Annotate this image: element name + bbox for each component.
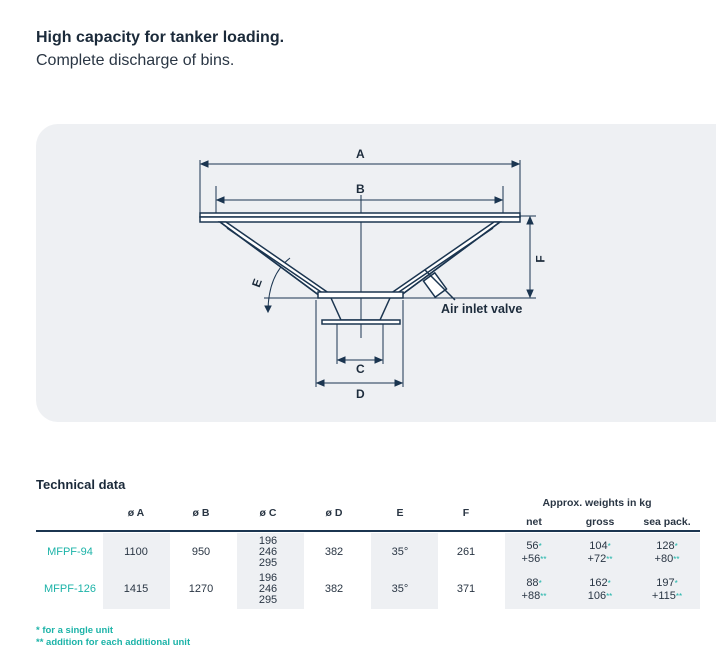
value-b: 1270 [188, 583, 214, 595]
value-d: 382 [324, 546, 344, 558]
page-subtitle: Complete discharge of bins. [36, 52, 235, 69]
value-c: 295 [258, 594, 278, 606]
value-e: 35° [391, 583, 409, 595]
value-c: 295 [258, 557, 278, 569]
weight-value: 56 [526, 540, 539, 552]
footnote-marker: ** [540, 555, 547, 564]
diagram-panel [36, 124, 716, 422]
dimension-lines [199, 160, 536, 387]
header-b: ø B [192, 507, 210, 519]
weight-value: +72 [587, 553, 607, 565]
footnote-marker: ** [675, 592, 683, 601]
header-f: F [462, 507, 470, 519]
footnote-marker: * [674, 542, 678, 551]
footnote-marker: ** [540, 592, 547, 601]
weight-gross: 106** [588, 591, 613, 602]
hopper-body [199, 212, 521, 325]
weight-value: +80 [654, 553, 674, 565]
technical-data-title: Technical data [36, 477, 126, 492]
weight-value: 128 [656, 540, 675, 552]
value-a: 1100 [124, 546, 148, 558]
weight-gross: +72** [588, 554, 613, 565]
footnote-marker: * [538, 579, 542, 588]
weight-value: 104 [589, 540, 608, 552]
footnote-marker: * [538, 542, 542, 551]
dimension-label-d: D [356, 387, 365, 401]
header-weights: Approx. weights in kg [542, 497, 652, 509]
weight-net: 56* [526, 541, 541, 552]
weight-net: +88** [522, 591, 547, 602]
weight-value: 197 [656, 577, 675, 589]
dimension-label-b: B [356, 182, 365, 196]
footnote-additional: ** addition for each additional unit [36, 637, 191, 648]
weight-gross: 104* [589, 541, 610, 552]
weight-net: +56** [522, 554, 547, 565]
value-f: 261 [456, 546, 476, 558]
dimension-label-f: F [533, 255, 548, 263]
weight-sea: 197* [656, 578, 677, 589]
footnote-marker: ** [673, 555, 680, 564]
header-gross: gross [585, 516, 615, 528]
weight-net: 88* [526, 578, 541, 589]
footnote-marker: * [607, 579, 611, 588]
weight-value: 162 [589, 577, 608, 589]
shade-col-weights [505, 533, 700, 609]
header-net: net [526, 516, 542, 528]
dimension-label-a: A [356, 147, 365, 161]
value-f: 371 [456, 583, 476, 595]
value-b: 950 [191, 546, 211, 558]
header-sea-pack: sea pack. [643, 516, 691, 528]
header-a: ø A [127, 507, 145, 519]
model-name: MFPF-126 [44, 583, 96, 595]
value-e: 35° [391, 546, 409, 558]
air-inlet-valve-label: Air inlet valve [441, 302, 523, 316]
tanker-loading-diagram [199, 160, 536, 387]
page-title: High capacity for tanker loading. [36, 29, 285, 46]
weight-sea: +80** [655, 554, 680, 565]
header-e: E [396, 507, 404, 519]
weight-gross: 162* [589, 578, 610, 589]
value-c: 196 [258, 535, 278, 547]
weight-value: +88 [521, 590, 541, 602]
footnote-marker: * [674, 579, 678, 588]
shade-col-c [237, 533, 304, 609]
header-divider [36, 530, 700, 532]
weight-sea: +115** [652, 591, 682, 602]
footnote-single: * for a single unit [36, 625, 114, 636]
value-c: 246 [258, 583, 278, 595]
header-c: ø C [259, 507, 277, 519]
weight-value: +56 [521, 553, 541, 565]
model-name: MFPF-94 [47, 546, 93, 558]
value-c: 196 [258, 572, 278, 584]
weight-sea: 128* [656, 541, 677, 552]
shade-col-a [103, 533, 170, 609]
value-d: 382 [324, 583, 344, 595]
value-a: 1415 [123, 583, 149, 595]
header-d: ø D [325, 507, 343, 519]
weight-value: +115 [651, 590, 676, 602]
footnote-marker: ** [606, 592, 613, 601]
footnote-marker: * [607, 542, 611, 551]
shade-col-e [371, 533, 438, 609]
footnote-marker: ** [606, 555, 613, 564]
weight-value: 106 [587, 590, 607, 602]
weight-value: 88 [526, 577, 539, 589]
value-c: 246 [258, 546, 278, 558]
dimension-label-c: C [356, 362, 365, 376]
